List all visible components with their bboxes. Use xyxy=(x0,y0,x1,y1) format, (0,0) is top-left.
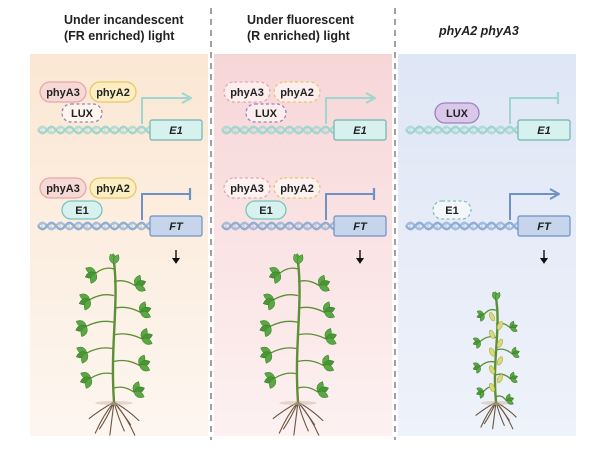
dna-ft-panel-2 xyxy=(221,221,335,231)
protein-lux-e1-panel-2-label: LUX xyxy=(255,108,278,120)
protein-phyA2-ft-panel-1: phyA2 xyxy=(89,177,137,199)
protein-phyA3-ft-panel-1: phyA3 xyxy=(39,177,87,199)
protein-phyA2-ft-panel-2-shape xyxy=(273,177,321,199)
promoter-ft-panel-1 xyxy=(141,188,192,220)
panel-2-title-line1: Under fluorescent xyxy=(247,13,355,27)
output-arrow-panel-1 xyxy=(172,250,180,264)
gene-ft-panel-1-box xyxy=(149,215,203,237)
protein-phyA3-ft-panel-2: phyA3 xyxy=(223,177,271,199)
gene-e1-panel-3: E1 xyxy=(517,119,571,141)
protein-lux-e1-panel-3: LUX xyxy=(434,102,480,124)
output-arrow-panel-2 xyxy=(356,250,364,264)
protein-phyA2-e1-panel-1-shape xyxy=(89,81,137,103)
panel-1-title-line2: (FR enriched) light xyxy=(64,29,175,43)
panel-1-title-line1: Under incandescent xyxy=(64,13,184,27)
gene-ft-panel-2-label: FT xyxy=(353,221,368,233)
gene-e1-panel-2: E1 xyxy=(333,119,387,141)
output-arrow-panel-3 xyxy=(540,250,548,264)
protein-e1-ft-panel-3-label: E1 xyxy=(445,205,458,217)
protein-phyA3-e1-panel-2-shape xyxy=(223,81,271,103)
protein-phyA3-e1-panel-1-shape xyxy=(39,81,87,103)
dna-e1-panel-1 xyxy=(37,125,151,135)
protein-phyA2-e1-panel-1-label: phyA2 xyxy=(96,87,130,99)
protein-phyA3-e1-panel-2: phyA3 xyxy=(223,81,271,103)
protein-phyA2-e1-panel-2: phyA2 xyxy=(273,81,321,103)
dna-e1-panel-2 xyxy=(221,125,335,135)
protein-e1-ft-panel-2-label: E1 xyxy=(259,205,272,217)
protein-lux-e1-panel-1-label: LUX xyxy=(71,108,94,120)
protein-e1-ft-panel-1: E1 xyxy=(61,200,103,220)
protein-phyA3-e1-panel-2-label: phyA3 xyxy=(230,87,264,99)
panel-incandescent-bg xyxy=(30,54,208,436)
protein-phyA3-ft-panel-1-label: phyA3 xyxy=(46,183,80,195)
dna-ft-panel-1 xyxy=(37,221,151,231)
gene-ft-panel-1-label: FT xyxy=(169,221,184,233)
gene-e1-panel-2-label: E1 xyxy=(353,125,366,137)
promoter-e1-panel-2 xyxy=(325,92,376,124)
protein-phyA2-ft-panel-2: phyA2 xyxy=(273,177,321,199)
panel-mutant-bg xyxy=(398,54,576,436)
protein-phyA2-ft-panel-1-label: phyA2 xyxy=(96,183,130,195)
gene-e1-panel-1: E1 xyxy=(149,119,203,141)
protein-phyA2-e1-panel-2-shape xyxy=(273,81,321,103)
protein-lux-e1-panel-3-label: LUX xyxy=(446,108,469,120)
protein-phyA2-ft-panel-1-shape xyxy=(89,177,137,199)
gene-e1-panel-1-box xyxy=(149,119,203,141)
plant-panel-3-leaves xyxy=(472,291,520,405)
protein-lux-e1-panel-2-shape xyxy=(245,103,287,123)
gene-e1-panel-1-label: E1 xyxy=(169,125,182,137)
gene-e1-panel-3-box xyxy=(517,119,571,141)
promoter-ft-panel-2 xyxy=(325,188,376,220)
protein-lux-e1-panel-3-shape xyxy=(434,102,480,124)
gene-e1-panel-3-label: E1 xyxy=(537,125,550,137)
plant-panel-2-leaves xyxy=(259,253,337,399)
protein-e1-ft-panel-3: E1 xyxy=(432,200,472,220)
gene-ft-panel-2-box xyxy=(333,215,387,237)
protein-e1-ft-panel-2: E1 xyxy=(245,200,287,220)
gene-ft-panel-3-box xyxy=(517,215,571,237)
dna-ft-panel-3 xyxy=(405,221,519,231)
promoter-e1-panel-1 xyxy=(141,92,192,124)
panel-3-title: phyA2 phyA3 xyxy=(438,24,519,38)
panel-fluorescent-bg xyxy=(214,54,392,436)
protein-phyA2-e1-panel-2-label: phyA2 xyxy=(280,87,314,99)
gene-e1-panel-2-box xyxy=(333,119,387,141)
protein-phyA3-ft-panel-2-label: phyA3 xyxy=(230,183,264,195)
protein-phyA3-ft-panel-1-shape xyxy=(39,177,87,199)
promoter-ft-panel-3 xyxy=(509,188,560,220)
protein-lux-e1-panel-1: LUX xyxy=(61,103,103,123)
plant-panel-3 xyxy=(472,291,520,430)
gene-ft-panel-2: FT xyxy=(333,215,387,237)
protein-e1-ft-panel-2-shape xyxy=(245,200,287,220)
protein-e1-ft-panel-1-shape xyxy=(61,200,103,220)
protein-lux-e1-panel-2: LUX xyxy=(245,103,287,123)
protein-phyA2-e1-panel-1: phyA2 xyxy=(89,81,137,103)
dna-e1-panel-3 xyxy=(405,125,519,135)
protein-phyA3-e1-panel-1-label: phyA3 xyxy=(46,87,80,99)
gene-ft-panel-3: FT xyxy=(517,215,571,237)
protein-phyA2-ft-panel-2-label: phyA2 xyxy=(280,183,314,195)
plant-panel-1 xyxy=(75,253,153,436)
gene-ft-panel-1: FT xyxy=(149,215,203,237)
protein-phyA3-ft-panel-2-shape xyxy=(223,177,271,199)
plant-panel-1-leaves xyxy=(75,253,153,399)
plant-panel-2 xyxy=(259,253,337,436)
panel-2-title-line2: (R enriched) light xyxy=(247,29,351,43)
protein-lux-e1-panel-1-shape xyxy=(61,103,103,123)
promoter-e1-panel-3 xyxy=(509,92,560,124)
protein-e1-ft-panel-3-shape xyxy=(432,200,472,220)
protein-phyA3-e1-panel-1: phyA3 xyxy=(39,81,87,103)
protein-e1-ft-panel-1-label: E1 xyxy=(75,205,88,217)
plant-panel-3-pods xyxy=(488,312,504,392)
gene-ft-panel-3-label: FT xyxy=(537,221,552,233)
